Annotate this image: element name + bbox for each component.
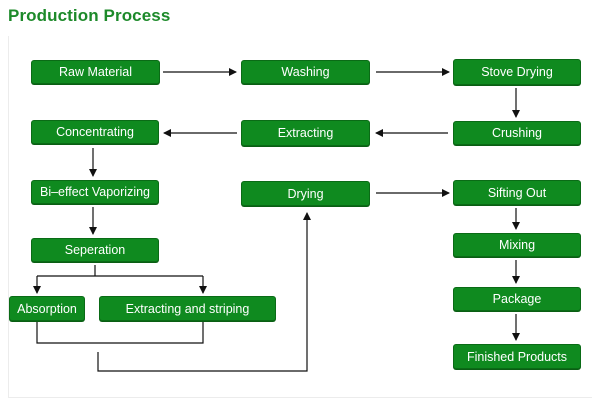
diagram-frame xyxy=(8,36,592,398)
step-crushing: Crushing xyxy=(453,121,581,145)
step-extracting: Extracting xyxy=(241,120,370,146)
step-absorption: Absorption xyxy=(9,296,85,321)
connector-bottom-bracket xyxy=(36,322,204,344)
step-concentrating: Concentrating xyxy=(31,120,159,144)
step-raw-material: Raw Material xyxy=(31,60,160,84)
step-drying: Drying xyxy=(241,181,370,206)
arrow-return-to-drying xyxy=(97,212,311,372)
step-finished-products: Finished Products xyxy=(453,344,581,369)
step-stove-drying: Stove Drying xyxy=(453,59,581,85)
step-bi-effect-vaporizing: Bi–effect Vaporizing xyxy=(31,180,159,204)
step-mixing: Mixing xyxy=(453,233,581,257)
step-extracting-and-striping: Extracting and striping xyxy=(99,296,276,321)
page-title: Production Process xyxy=(8,6,171,25)
step-package: Package xyxy=(453,287,581,311)
step-washing: Washing xyxy=(241,60,370,84)
step-seperation: Seperation xyxy=(31,238,159,262)
step-sifting-out: Sifting Out xyxy=(453,180,581,205)
